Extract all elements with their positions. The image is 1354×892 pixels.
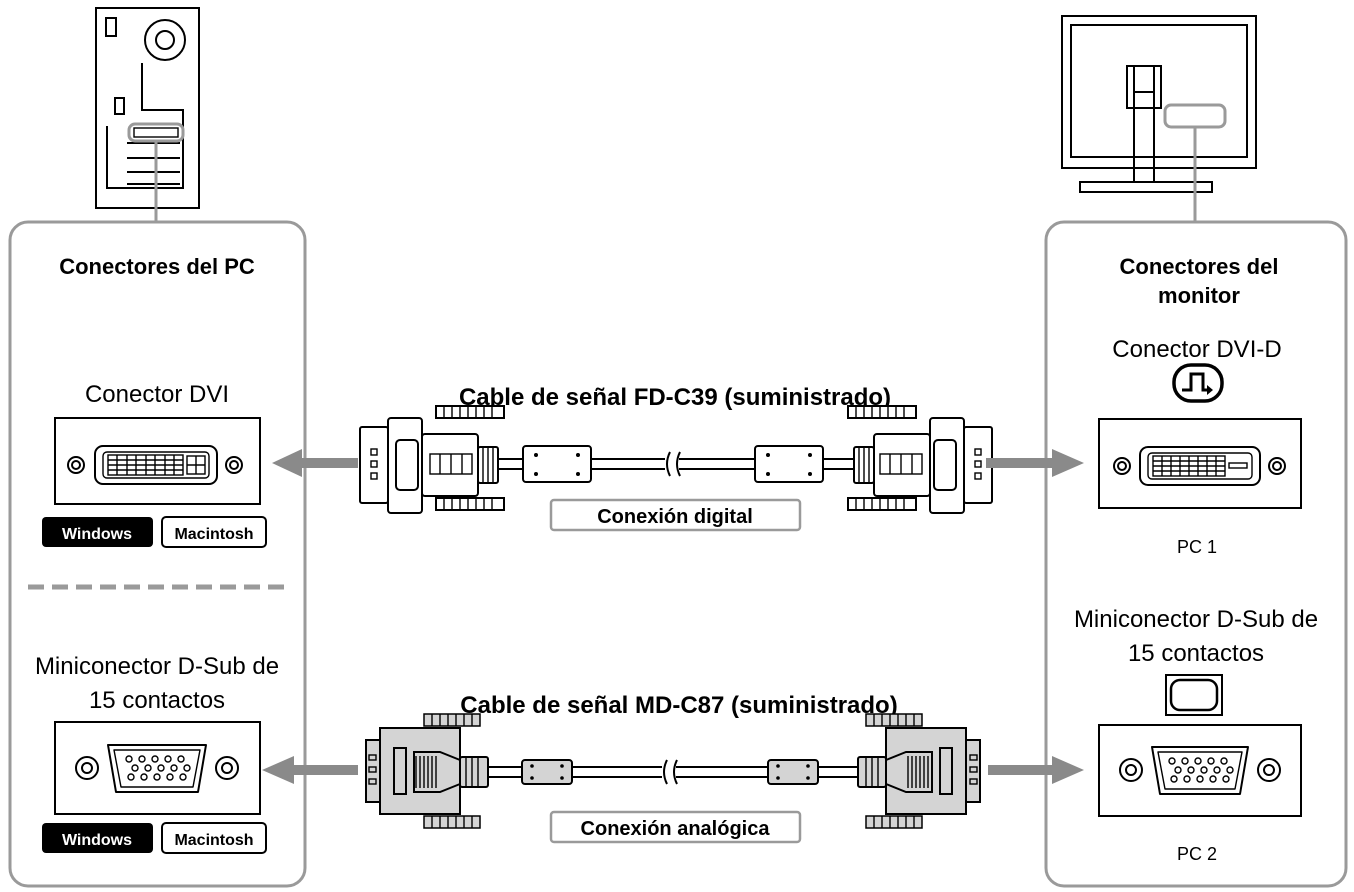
pc-panel-title: Conectores del PC [59, 254, 255, 279]
pc-connectors-panel [8, 220, 307, 888]
monitor-icon [1061, 15, 1257, 193]
monitor-connectors-panel [1044, 220, 1348, 888]
monitor-dsub-port-icon [1098, 724, 1302, 817]
pc-dsub-macintosh-badge-bg [161, 822, 267, 854]
monitor-panel-title-line1: Conectores del [1120, 254, 1279, 279]
pc-dvi-macintosh-badge-bg [161, 516, 267, 548]
analog-arrow-to-pc [262, 756, 358, 784]
pc-dvi-windows-badge-bg [42, 517, 153, 547]
digital-connection-label: Conexión digital [597, 506, 753, 528]
analog-connection-label: Conexión analógica [581, 818, 771, 840]
monitor-dvi-port-icon [1098, 418, 1302, 509]
digital-connection-box [549, 498, 802, 532]
digital-arrow-to-pc [272, 449, 358, 477]
monitor-dsub-label-line2: 15 contactos [1128, 640, 1264, 667]
analog-arrow-to-monitor [988, 756, 1084, 784]
monitor-dsub-label-line1: Miniconector D-Sub de [1074, 606, 1318, 633]
pc-tower-icon [95, 7, 200, 209]
pc-dvi-port-icon [54, 417, 261, 505]
pc-dsub-macintosh-badge: Macintosh [174, 832, 253, 849]
monitor-panel-title-line2: monitor [1158, 283, 1240, 308]
pc-dvi-macintosh-badge: Macintosh [174, 526, 253, 543]
analog-cable-title: Cable de señal MD-C87 (suministrado) [460, 692, 897, 719]
pc-dsub-label-line1: Miniconector D-Sub de [35, 653, 279, 680]
monitor-dvi-input-label: PC 1 [1177, 537, 1217, 557]
pc-dvi-label: Conector DVI [85, 381, 229, 408]
pc-dsub-port-icon [54, 721, 261, 815]
pc-dsub-windows-badge: Windows [62, 832, 132, 849]
analog-signal-icon [1165, 674, 1223, 716]
digital-arrow-to-monitor [986, 449, 1084, 477]
monitor-dsub-input-label: PC 2 [1177, 844, 1217, 864]
pc-dsub-windows-badge-bg [42, 823, 153, 853]
digital-cable-title: Cable de señal FD-C39 (suministrado) [459, 384, 891, 411]
digital-signal-icon [1172, 363, 1224, 403]
pc-dvi-windows-badge: Windows [62, 526, 132, 543]
digital-cable-icon [359, 405, 993, 514]
pc-dsub-label-line2: 15 contactos [89, 687, 225, 714]
analog-cable-icon [365, 713, 981, 829]
monitor-dvi-label: Conector DVI-D [1112, 336, 1281, 363]
analog-connection-box [549, 810, 802, 844]
